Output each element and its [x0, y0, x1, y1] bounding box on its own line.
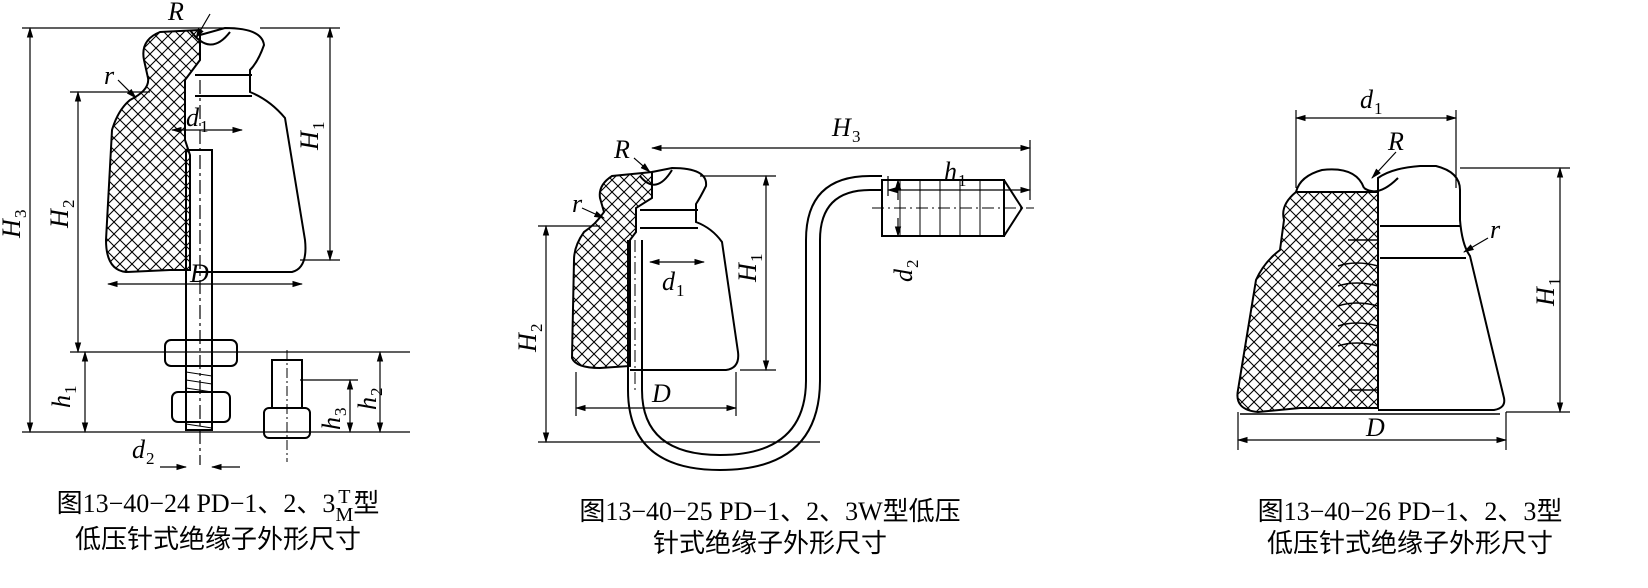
label-D: D [1365, 413, 1385, 442]
label-d1-sub: 1 [676, 281, 685, 300]
caption-line-1: 图13−40−26 PD−1、2、3型 [1257, 497, 1563, 526]
nut-lower [171, 391, 231, 423]
caption-prefix: 图13−40−24 PD−1、2、3 [56, 489, 336, 518]
caption-line-1: 图13−40−25 PD−1、2、3W型低压 [579, 497, 961, 526]
caption-13-40-26: 图13−40−26 PD−1、2、3型 低压针式绝缘子外形尺寸 [1190, 496, 1630, 560]
caption-sup-bottom: M [335, 504, 354, 526]
label-h2-sub: 2 [367, 388, 386, 397]
figure-13-40-25 [538, 140, 1034, 472]
label-d2: d [889, 268, 918, 282]
label-H1: H [295, 130, 324, 151]
label-H1-sub: 1 [747, 254, 766, 263]
label-H3-sub: 3 [11, 210, 30, 219]
caption-suffix: 型 [353, 489, 380, 518]
figure-13-40-25-labels: R r H 3 h 1 H 1 H 2 d 1 d 2 D [513, 113, 967, 408]
label-H1: H [733, 262, 762, 283]
label-d2-sub: 2 [146, 449, 155, 468]
label-D: D [189, 259, 209, 288]
label-H2: H [513, 332, 542, 353]
label-d1: d [1360, 85, 1374, 114]
label-R: R [613, 135, 630, 164]
hook-rod [627, 189, 882, 472]
insulator-section-left [1236, 191, 1379, 414]
figure-13-40-24-labels: R r d 1 D H 1 H 2 H 3 h 1 h 3 h 2 d 2 [0, 0, 386, 468]
label-H3-sub: 3 [852, 127, 861, 146]
label-D: D [651, 379, 671, 408]
label-h1-sub: 1 [958, 171, 967, 190]
insulator-section-left [570, 170, 653, 370]
label-d2: d [132, 435, 146, 464]
label-d1-sub: 1 [1374, 99, 1383, 118]
figure-13-40-24 [22, 13, 410, 471]
thread-cavity [1337, 239, 1379, 391]
label-r: r [104, 61, 115, 90]
caption-13-40-25: 图13−40−25 PD−1、2、3W型低压 针式绝缘子外形尺寸 [540, 496, 1000, 560]
pin-stem [185, 149, 213, 431]
caption-sup-top: T [338, 486, 351, 508]
label-d1: d [662, 267, 676, 296]
insulator-profile-right [1377, 165, 1506, 411]
label-h1-sub: 1 [61, 386, 80, 395]
figure-13-40-26 [1236, 110, 1570, 450]
label-H1-sub: 1 [1545, 278, 1564, 287]
insulator-profile-right [195, 26, 307, 273]
label-H1-sub: 1 [309, 122, 328, 131]
label-H2: H [45, 208, 74, 229]
label-h3: h [317, 417, 346, 430]
label-h1: h [47, 395, 76, 408]
label-H3: H [0, 218, 26, 239]
label-R: R [1387, 127, 1404, 156]
label-d2-sub: 2 [903, 260, 922, 269]
label-h2: h [353, 397, 382, 410]
label-H2-sub: 2 [527, 324, 546, 333]
label-H3: H [831, 113, 852, 142]
label-h3-sub: 3 [331, 408, 350, 417]
label-r: r [1490, 215, 1501, 244]
label-d1-sub: 1 [200, 117, 209, 136]
caption-line-2: 低压针式绝缘子外形尺寸 [1266, 529, 1553, 558]
label-R: R [167, 0, 184, 26]
label-r: r [572, 189, 583, 218]
nut-upper [164, 339, 238, 367]
label-H2-sub: 2 [59, 200, 78, 209]
caption-line-2: 低压针式绝缘子外形尺寸 [74, 525, 361, 554]
figure-13-40-26-labels: d 1 R r H 1 D [1360, 85, 1564, 442]
label-H1: H [1531, 286, 1560, 307]
caption-line-2: 针式绝缘子外形尺寸 [652, 529, 887, 558]
insulator-section-left [104, 28, 201, 274]
label-h1: h [944, 157, 957, 186]
label-d1: d [186, 103, 200, 132]
